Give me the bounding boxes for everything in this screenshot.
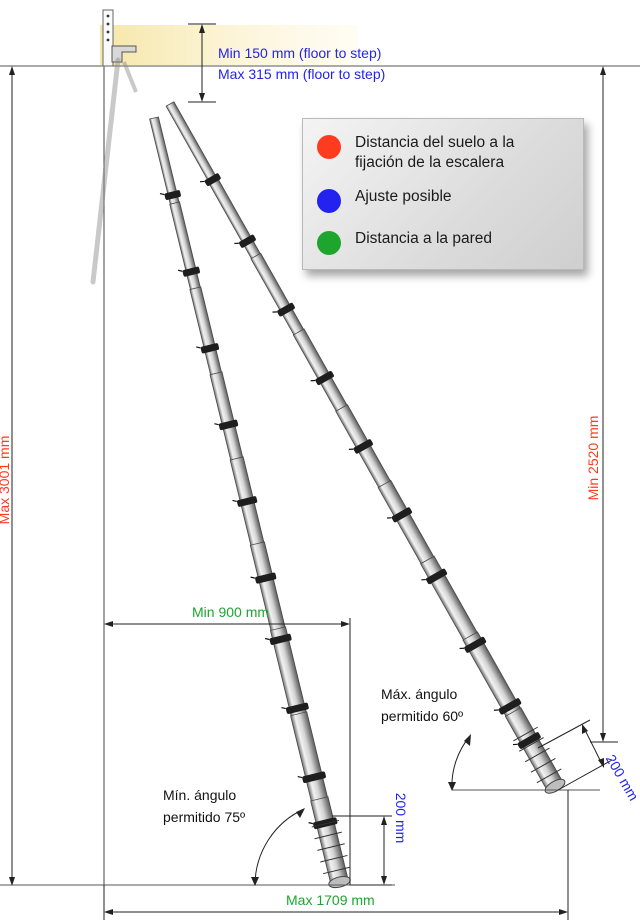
ladder-rung-tick	[297, 776, 303, 779]
ladder-rung-tick	[232, 499, 237, 502]
legend-item-adjustment: Ajuste posible	[317, 187, 452, 213]
ladder-clamp	[391, 507, 412, 523]
ladder-clamp	[285, 702, 309, 714]
min-angle-line2: permitido 75º	[163, 809, 245, 825]
foot-step-line	[530, 758, 556, 773]
ladder-rung-tick	[199, 180, 205, 183]
attic-floor-highlight	[100, 25, 358, 65]
ladder-segment	[189, 286, 223, 377]
ladder-clamp	[182, 266, 200, 277]
ladder-rung-tick	[234, 242, 239, 245]
ladder-rung-tick	[512, 743, 518, 746]
ladder-rung-tick	[421, 578, 426, 581]
ladder-rung-tick	[493, 709, 499, 711]
legend-item-floor-distance: Distancia del suelo a la fijación de la …	[317, 133, 514, 173]
max-angle-line1: Máx. ángulo	[381, 686, 457, 702]
foot-step-line	[518, 737, 544, 752]
blue-dot-icon	[317, 189, 341, 213]
green-dot-icon	[317, 231, 341, 255]
ladder-rung-tick	[159, 192, 165, 196]
max-wall-distance-dimension: Max 1709 mm	[103, 790, 569, 920]
ladder-clamp	[464, 636, 487, 653]
foot-step-line	[314, 831, 342, 840]
legend-item-3-line1: Distancia a la pared	[355, 230, 492, 247]
foot-step-line	[524, 747, 550, 763]
foot-step-line	[317, 843, 345, 851]
foot-step-line	[320, 854, 348, 863]
min-height-dimension: Min 2520 mm	[585, 66, 618, 743]
ladder-clamp	[498, 698, 522, 715]
ladder-clamp	[239, 234, 256, 248]
foot-step-line	[536, 768, 562, 784]
ladder-max-angle	[165, 101, 566, 794]
ladder-rung-tick	[310, 379, 316, 382]
ladder-rung-tick	[272, 311, 278, 313]
ladder-segment	[292, 328, 348, 413]
max-height-dimension: Max 3001 mm	[0, 66, 15, 886]
step-min-label: Min 150 mm (floor to step)	[218, 45, 381, 61]
foot-step-line	[322, 866, 351, 875]
ladder-rung-tick	[214, 423, 219, 426]
ladder-rung-tick	[348, 448, 354, 450]
min-wall-distance-label: Min 900 mm	[192, 604, 269, 620]
ladder-clamp	[255, 572, 277, 584]
ladder-segment	[250, 252, 305, 337]
max-wall-distance-label: Max 1709 mm	[286, 892, 375, 908]
min-wall-distance-dimension: Min 900 mm	[104, 604, 351, 885]
ladder-segment	[165, 101, 218, 184]
ladder-clamp	[200, 343, 220, 354]
hinge-bracket	[111, 45, 137, 63]
ladder-clamp	[204, 173, 221, 186]
min-angle-line1: Mín. ángulo	[163, 787, 236, 803]
ladder-rung-tick	[387, 517, 392, 519]
ladder-clamp	[353, 439, 373, 454]
legend: Distancia del suelo a la fijación de la …	[302, 118, 584, 270]
ladder-clamp	[237, 496, 258, 507]
ladder-segment	[377, 479, 435, 565]
ladder-clamp	[277, 302, 295, 317]
red-dot-icon	[317, 135, 341, 159]
ladder-rung-tick	[177, 269, 183, 272]
ladder-segment	[207, 176, 262, 260]
legend-item-2-line1: Ajuste posible	[355, 188, 452, 205]
left-foot-label: 200 mm	[393, 793, 409, 844]
step-max-label: Max 315 mm (floor to step)	[218, 66, 385, 82]
step-range-dimension: Min 150 mm (floor to step) Max 315 mm (f…	[188, 23, 385, 103]
ladder-clamp	[313, 817, 338, 830]
ladder-rung-tick	[459, 647, 465, 650]
ladder-min-angle	[149, 116, 351, 889]
ladder-clamp	[426, 568, 448, 585]
ladder-rung-tick	[196, 346, 201, 349]
ladder-clamp	[315, 371, 334, 386]
max-height-label: Max 3001 mm	[0, 436, 12, 525]
right-foot-label: 200 mm	[603, 752, 640, 804]
ladder-clamp	[302, 771, 326, 784]
ladder-clamp	[269, 633, 292, 645]
ladder-segment	[310, 796, 350, 888]
foot-step-line	[311, 819, 340, 828]
wall-post	[102, 9, 114, 67]
ladder-segment	[209, 371, 244, 462]
min-height-label: Min 2520 mm	[585, 416, 601, 501]
ladder-clamp	[164, 190, 181, 200]
legend-item-1-line2: fijación de la escalera	[355, 154, 505, 171]
ladder-rung-tick	[264, 637, 270, 641]
legend-item-wall-distance: Distancia a la pared	[317, 229, 492, 255]
left-foot-dimension: 200 mm	[332, 793, 409, 886]
max-angle-arc: Máx. ángulo permitido 60º	[381, 686, 471, 791]
ladder-clamp	[517, 732, 541, 749]
max-angle-line2: permitido 60º	[381, 708, 463, 724]
ladder-segment	[169, 201, 201, 291]
ladder-segment	[419, 555, 479, 642]
folded-ladder-ghost	[90, 57, 138, 285]
ladder-segment	[290, 711, 329, 803]
foot-step-line	[513, 726, 538, 742]
ladder-rung-tick	[250, 576, 256, 579]
ladder-clamp	[218, 419, 239, 431]
ladder-rung-tick	[281, 706, 286, 710]
ladder-rung-tick	[308, 822, 314, 825]
min-angle-arc: Mín. ángulo permitido 75º	[163, 787, 305, 886]
legend-item-1-line1: Distancia del suelo a la	[355, 134, 515, 151]
